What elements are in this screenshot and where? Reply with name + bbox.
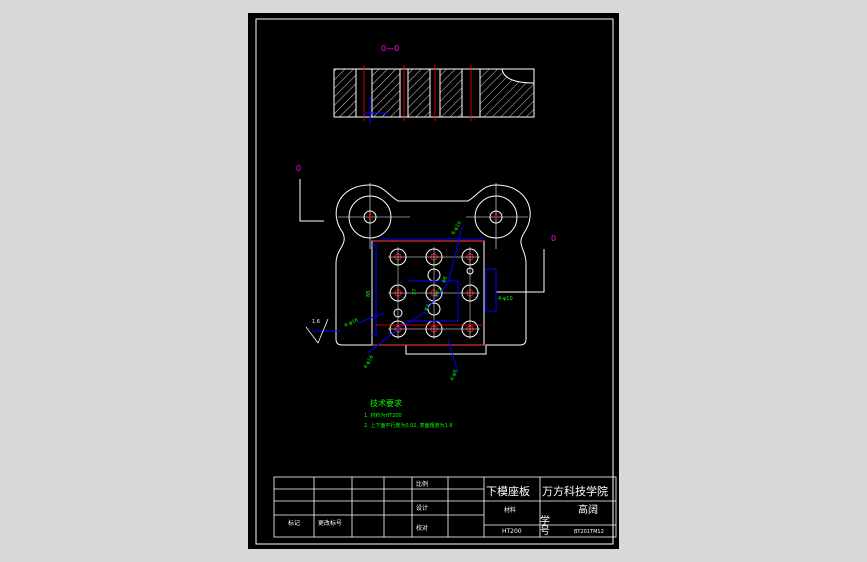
tb-mark-label: 标记 (288, 519, 300, 527)
title-block (273, 476, 617, 538)
notes-title: 技术要求 (370, 398, 402, 408)
drawing-sheet: 0—0 0 0 (248, 13, 619, 549)
tb-design-label: 设计 (416, 504, 428, 512)
view-label-left: 0 (296, 164, 301, 173)
section-view: 0—0 (333, 44, 535, 125)
tb-part-name: 下模座板 (486, 484, 530, 498)
dim-4-phi16-left: 4-φ16 (343, 317, 359, 329)
dim-1.6: 1.6 (312, 319, 320, 325)
dim-37: 37 (412, 289, 418, 295)
notes-line-2: 2. 上下面平行度为0.02, 表面粗度为1.6 (364, 422, 453, 429)
dim-4-phi6: 4-φ6 (449, 369, 459, 382)
section-label: 0—0 (381, 44, 399, 53)
dim-phi6: φ6 (441, 275, 449, 284)
dimension-lines (312, 226, 497, 374)
tb-designer: 高阔 (578, 503, 598, 516)
dim-4-phi10: 4-φ10 (498, 296, 513, 302)
dim-phi7: φ7 (423, 303, 432, 312)
tb-change-label: 更改标号 (318, 519, 342, 527)
dim-4-phi16-bottom: 4-φ16 (363, 354, 376, 370)
tb-material: HT200 (502, 528, 522, 535)
tb-material-label: 材料 (504, 506, 516, 514)
plan-view: 0 0 (296, 164, 556, 382)
notes-line-1: 1. 材料为HT200 (364, 412, 402, 419)
technical-notes: 技术要求 1. 材料为HT200 2. 上下面平行度为0.02, 表面粗度为1.… (364, 398, 453, 429)
tb-drawing-no: BT201TM12 (574, 529, 604, 535)
dim-6-phi19: 6-φ19 (451, 220, 464, 236)
dim-phi12: φ12 (433, 287, 444, 298)
tb-company: 万方科技学院 (542, 484, 608, 498)
dim-88: 88 (366, 291, 372, 297)
dimension-texts: 6-φ19 φ6 37 φ7 φ12 4-φ10 4-φ16 4-φ6 4-φ1… (312, 220, 513, 381)
drawing-frame (255, 18, 614, 545)
tb-check-label: 校对 (416, 524, 428, 532)
tb-drawing-no-label: 学号 (538, 514, 550, 536)
drawing-canvas: 0—0 0 0 (255, 18, 617, 545)
view-label-right: 0 (551, 234, 556, 243)
tb-scale-label: 比例 (416, 480, 428, 488)
